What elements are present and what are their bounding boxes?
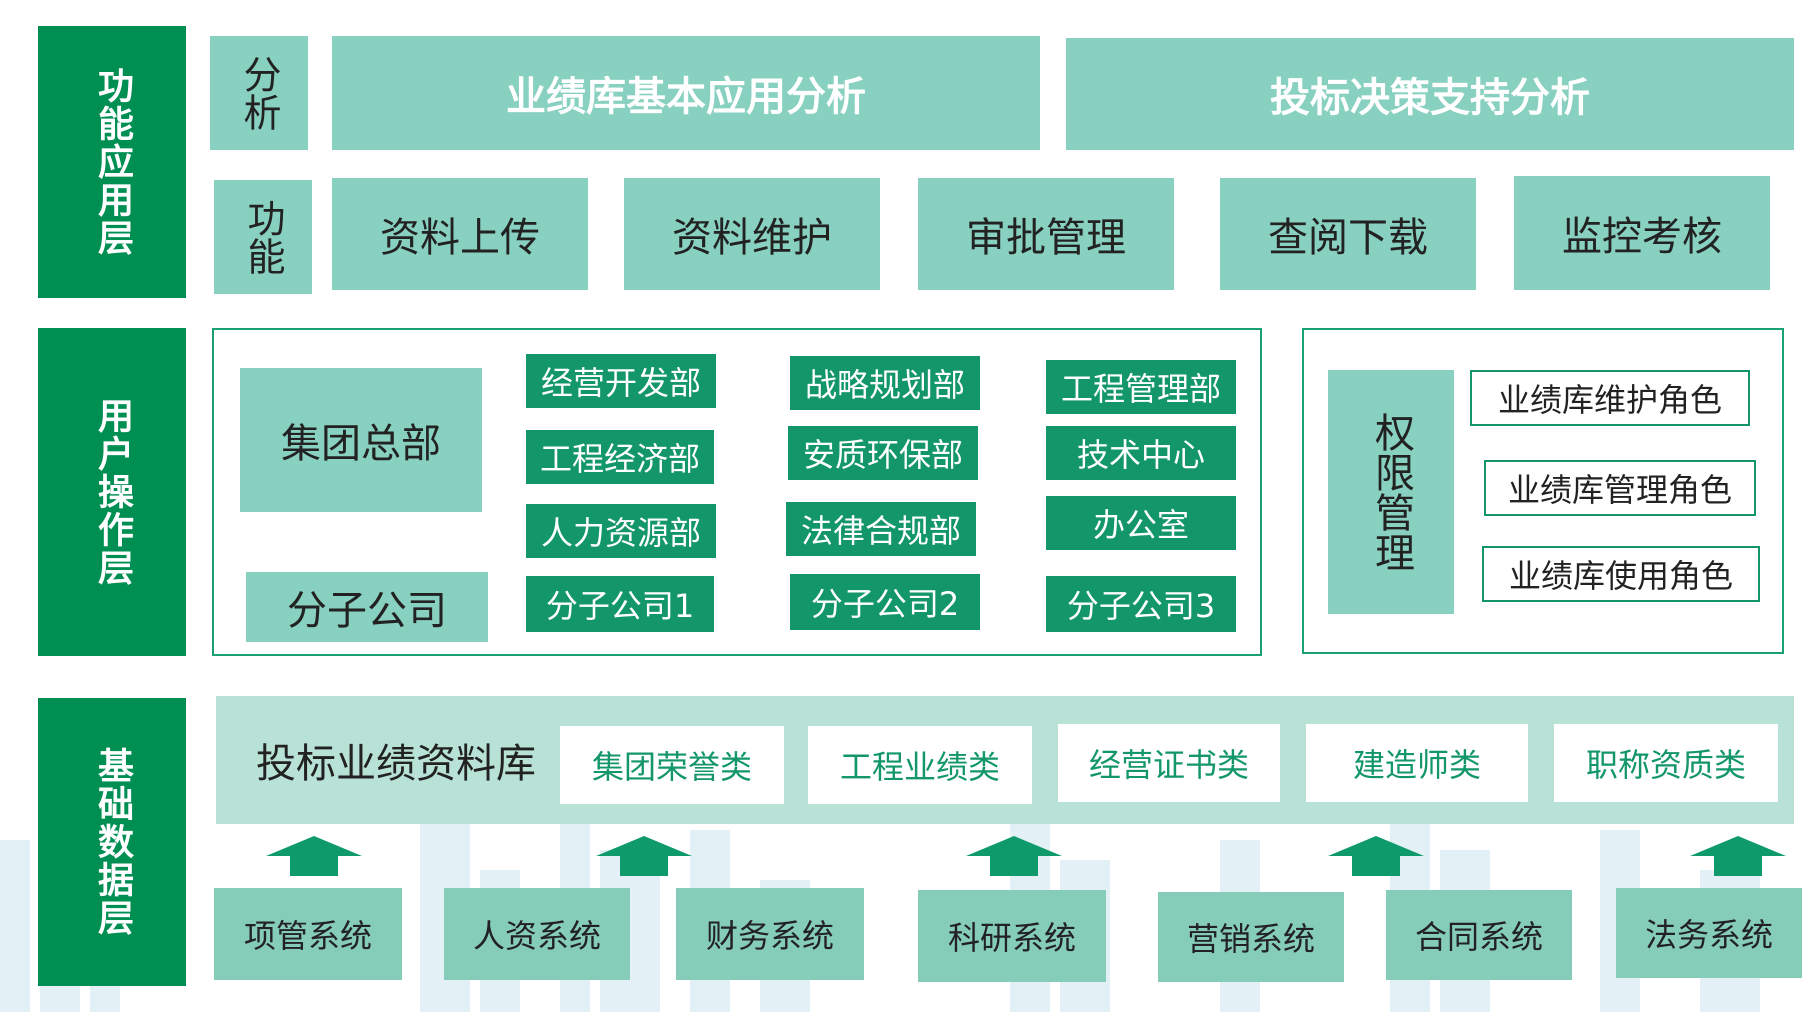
system-text: 营销系统 (1186, 920, 1315, 958)
system-text: 合同系统 (1414, 918, 1543, 956)
function-item-monitor: 监控考核 (1514, 176, 1770, 290)
analysis-item-text: 投标决策支持分析 (1270, 75, 1590, 121)
dept-text: 人力资源部 (540, 514, 701, 552)
function-item-text: 查阅下载 (1268, 215, 1428, 261)
system-text: 科研系统 (947, 919, 1076, 957)
system-item: 财务系统 (676, 888, 864, 980)
category-text: 工程业绩类 (839, 748, 1000, 786)
category-item: 职称资质类 (1554, 724, 1778, 802)
subsidiary-item: 分子公司3 (1046, 576, 1236, 632)
up-arrow-icon (266, 836, 362, 876)
dept-item: 战略规划部 (790, 356, 980, 410)
hq-text: 集团总部 (281, 421, 441, 467)
function-label-text: 功能 (241, 199, 285, 275)
function-item-text: 资料维护 (672, 215, 832, 261)
subsidiary-item: 分子公司2 (790, 574, 980, 630)
dept-text: 经营开发部 (540, 364, 701, 402)
category-text: 职称资质类 (1585, 746, 1746, 784)
function-item-approval: 审批管理 (918, 178, 1174, 290)
category-item: 集团荣誉类 (560, 726, 784, 804)
system-item: 人资系统 (444, 888, 630, 980)
data-library-label: 投标业绩资料库 (236, 720, 556, 800)
dept-text: 法律合规部 (800, 512, 961, 550)
system-item: 项管系统 (214, 888, 402, 980)
analysis-item-text: 业绩库基本应用分析 (506, 74, 866, 120)
role-text: 业绩库使用角色 (1508, 557, 1733, 595)
category-text: 建造师类 (1352, 746, 1481, 784)
subsidiary-item-text: 分子公司2 (810, 585, 960, 623)
layer-label-function: 功能应用层 (38, 26, 186, 298)
system-text: 人资系统 (472, 917, 601, 955)
dept-text: 技术中心 (1076, 436, 1205, 474)
dept-item: 技术中心 (1046, 426, 1236, 480)
category-item: 经营证书类 (1058, 724, 1280, 802)
hq-block: 集团总部 (240, 368, 482, 512)
permission-label: 权限管理 (1328, 370, 1454, 614)
layer-label-text: 基础数据层 (92, 747, 133, 937)
subsidiary-text: 分子公司 (287, 588, 447, 634)
up-arrow-icon (1690, 836, 1786, 876)
dept-item: 安质环保部 (788, 426, 978, 480)
system-text: 财务系统 (705, 917, 834, 955)
category-item: 建造师类 (1306, 724, 1528, 802)
function-item-text: 监控考核 (1562, 214, 1722, 260)
analysis-item-basic: 业绩库基本应用分析 (332, 36, 1040, 150)
analysis-label-text: 分析 (237, 55, 281, 131)
layer-label-text: 用户操作层 (92, 397, 133, 587)
dept-item: 办公室 (1046, 496, 1236, 550)
function-item-upload: 资料上传 (332, 178, 588, 290)
system-item: 科研系统 (918, 890, 1106, 982)
subsidiary-item: 分子公司1 (526, 576, 714, 632)
up-arrow-icon (1328, 836, 1424, 876)
layer-label-text: 功能应用层 (92, 67, 133, 257)
layer-label-user: 用户操作层 (38, 328, 186, 656)
permission-label-text: 权限管理 (1368, 412, 1414, 572)
role-text: 业绩库维护角色 (1497, 381, 1722, 419)
subsidiary-block: 分子公司 (246, 572, 488, 642)
function-label: 功能 (214, 180, 312, 294)
role-item-maintain: 业绩库维护角色 (1470, 370, 1750, 426)
system-text: 项管系统 (243, 917, 372, 955)
dept-item: 经营开发部 (526, 354, 716, 408)
function-item-text: 资料上传 (380, 215, 540, 261)
role-item-manage: 业绩库管理角色 (1484, 460, 1756, 516)
role-text: 业绩库管理角色 (1507, 471, 1732, 509)
dept-item: 工程管理部 (1046, 360, 1236, 414)
subsidiary-item-text: 分子公司3 (1066, 587, 1216, 625)
analysis-item-decision: 投标决策支持分析 (1066, 38, 1794, 150)
subsidiary-item-text: 分子公司1 (545, 587, 695, 625)
analysis-label: 分析 (210, 36, 308, 150)
dept-item: 法律合规部 (786, 502, 976, 556)
dept-item: 工程经济部 (526, 430, 714, 484)
function-item-maintain: 资料维护 (624, 178, 880, 290)
system-item: 合同系统 (1386, 890, 1572, 980)
up-arrow-icon (596, 836, 692, 876)
dept-text: 工程管理部 (1060, 370, 1221, 408)
dept-text: 工程经济部 (539, 440, 700, 478)
dept-text: 战略规划部 (804, 366, 965, 404)
category-text: 经营证书类 (1088, 746, 1249, 784)
role-item-use: 业绩库使用角色 (1482, 546, 1760, 602)
function-item-download: 查阅下载 (1220, 178, 1476, 290)
dept-text: 安质环保部 (802, 436, 963, 474)
category-text: 集团荣誉类 (591, 748, 752, 786)
data-library-text: 投标业绩资料库 (256, 741, 536, 787)
category-item: 工程业绩类 (808, 726, 1032, 804)
function-item-text: 审批管理 (966, 215, 1126, 261)
dept-text: 办公室 (1092, 506, 1189, 544)
system-item: 营销系统 (1158, 892, 1344, 982)
system-item: 法务系统 (1616, 888, 1802, 978)
dept-item: 人力资源部 (526, 504, 716, 558)
system-text: 法务系统 (1644, 916, 1773, 954)
up-arrow-icon (966, 836, 1062, 876)
layer-label-data: 基础数据层 (38, 698, 186, 986)
